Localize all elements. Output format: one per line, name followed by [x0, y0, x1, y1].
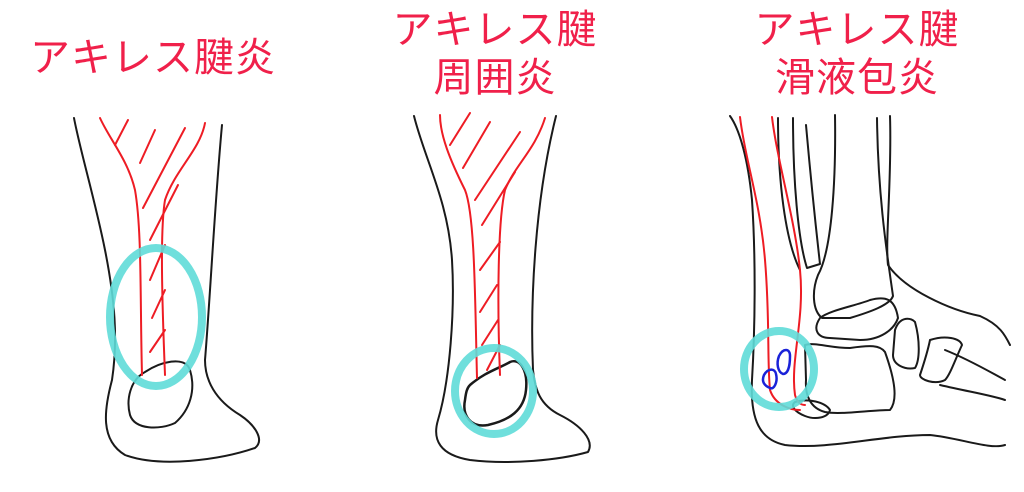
tendon-posterior — [739, 116, 801, 411]
leg-outline — [413, 115, 591, 464]
highlight-circle — [740, 327, 818, 411]
calcaneus — [463, 360, 528, 427]
title-line: アキレス腱 — [754, 7, 960, 53]
panel-1-drawing — [73, 117, 260, 463]
tendon-left — [99, 117, 143, 376]
navicular — [892, 317, 920, 370]
tendon-left — [439, 114, 478, 379]
tendon-right — [160, 122, 206, 376]
highlight-circle — [106, 244, 206, 390]
title-line: 滑液包炎 — [775, 55, 939, 101]
tibia — [812, 114, 894, 319]
bursa-1 — [761, 368, 778, 390]
calcaneus — [804, 343, 896, 414]
panel-3-drawing — [729, 114, 1011, 448]
highlight-circle — [451, 344, 537, 438]
bursa-2 — [776, 348, 792, 376]
tendon-right — [497, 117, 546, 376]
talus — [815, 297, 899, 341]
heel-outline — [729, 115, 1006, 448]
calcaneus — [127, 360, 194, 429]
cuneiform — [919, 336, 963, 384]
title-achilles-paratenonitis: アキレス腱 周囲炎 — [375, 6, 615, 102]
title-achilles-tendinitis: アキレス腱炎 — [8, 34, 298, 82]
panel-2-drawing — [413, 112, 591, 464]
title-line: 周囲炎 — [433, 55, 557, 101]
title-line: アキレス腱炎 — [30, 35, 276, 81]
leg-outline — [73, 117, 260, 463]
fibula — [792, 117, 821, 269]
title-line: アキレス腱 — [392, 7, 598, 53]
title-achilles-bursitis: アキレス腱 滑液包炎 — [737, 6, 977, 102]
